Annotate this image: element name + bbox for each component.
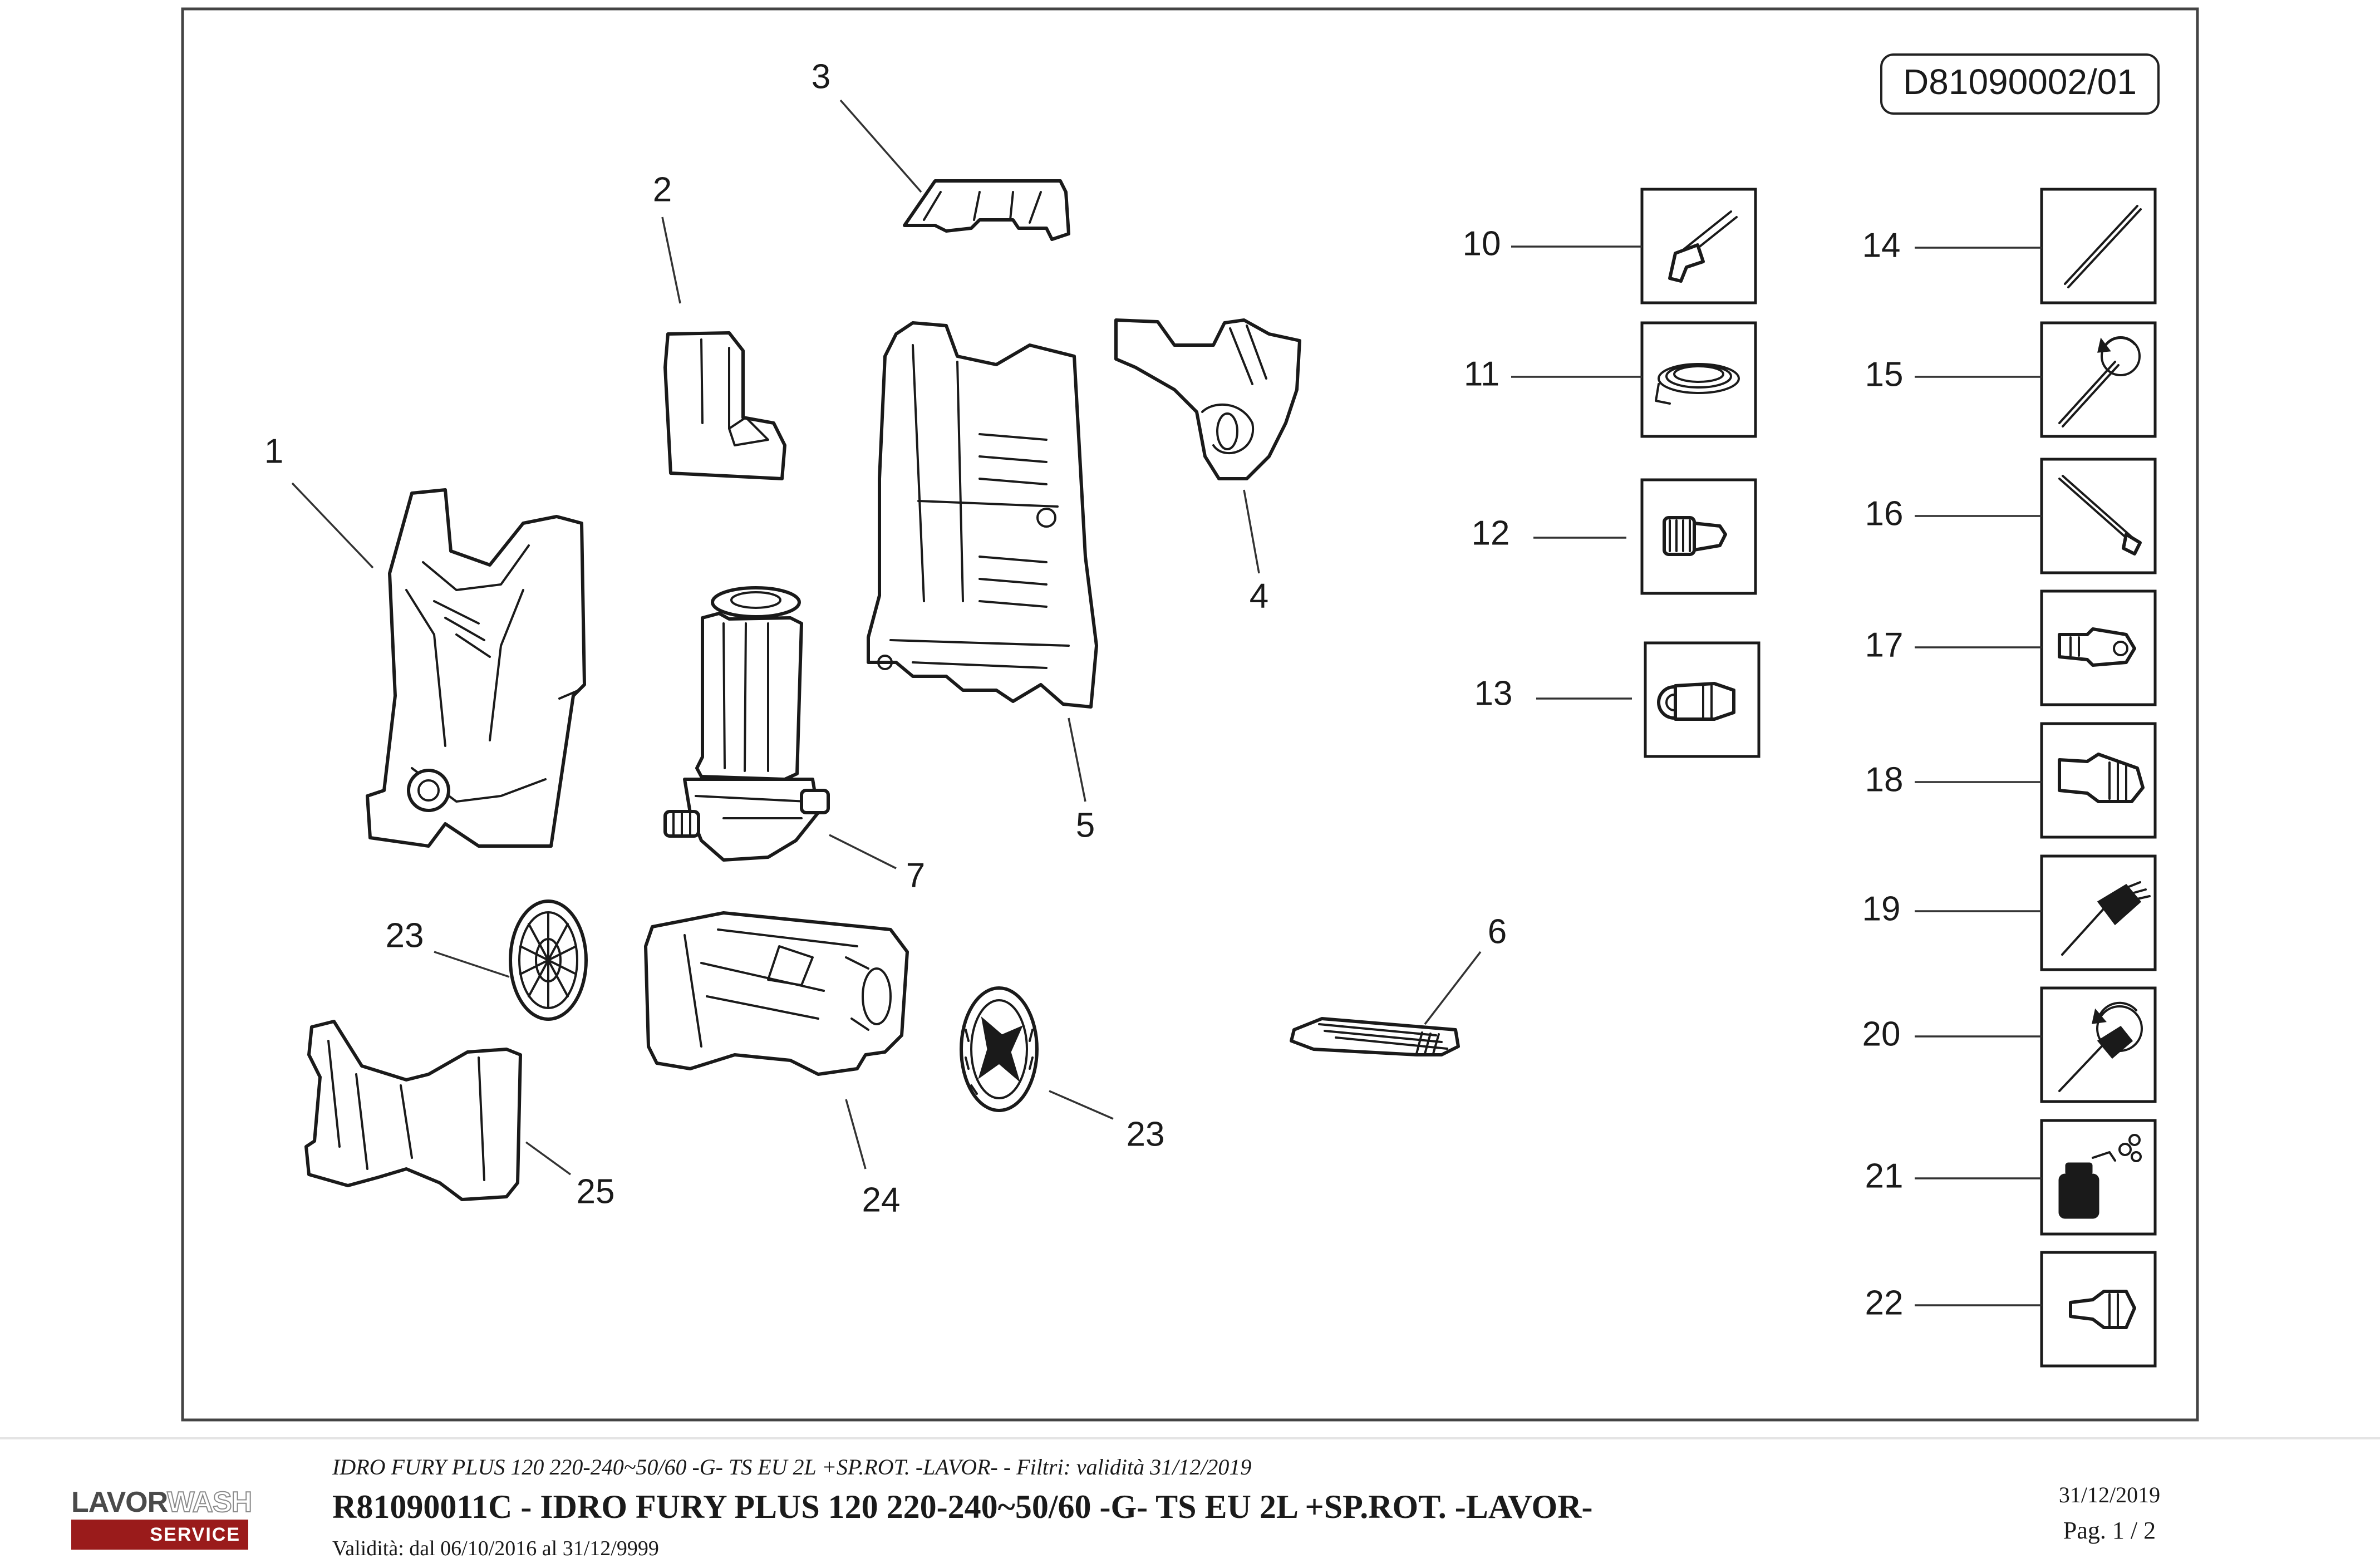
part-number-25: 25 [577, 1172, 615, 1211]
part-number-7: 7 [906, 856, 925, 894]
part-15-rotary-lance[interactable] [2040, 321, 2157, 438]
part-number-23-left: 23 [386, 916, 424, 955]
part-16-nozzle-lance[interactable] [2040, 458, 2157, 574]
footer-page-number: Pag. 1 / 2 [2063, 1517, 2156, 1544]
part-23-wheel-left[interactable] [509, 899, 588, 1021]
part-11-hose[interactable] [1640, 321, 1757, 438]
part-6-manual[interactable] [1290, 1017, 1460, 1056]
part-number-17: 17 [1865, 626, 1904, 664]
footer-validity: Validità: dal 06/10/2016 al 31/12/9999 [332, 1537, 659, 1560]
part-number-10: 10 [1463, 224, 1501, 263]
part-number-19: 19 [1862, 889, 1901, 928]
part-1-front-cover[interactable] [366, 488, 586, 848]
footer-subtitle: IDRO FURY PLUS 120 220-240~50/60 -G- TS … [332, 1454, 1252, 1479]
part-19-brush[interactable] [2040, 854, 2157, 971]
part-number-13: 13 [1474, 674, 1513, 712]
part-number-14: 14 [1862, 226, 1901, 264]
part-12-adapter[interactable] [1640, 478, 1757, 595]
drawing-code: D81090002/01 [1880, 53, 2160, 115]
footer-title: R81090011C - IDRO FURY PLUS 120 220-240~… [332, 1488, 1593, 1525]
part-number-16: 16 [1865, 494, 1904, 533]
part-number-2: 2 [653, 170, 672, 209]
part-5-rear-housing[interactable] [867, 321, 1098, 709]
part-24-chassis[interactable] [644, 911, 909, 1076]
footer-separator [0, 1437, 2380, 1439]
part-7-motor-pump[interactable] [663, 586, 830, 862]
part-23-wheel-right[interactable] [960, 986, 1039, 1112]
part-22-hose-connector[interactable] [2040, 1251, 2157, 1368]
part-25-rear-cover[interactable] [304, 1020, 522, 1201]
part-number-23-right: 23 [1127, 1115, 1165, 1153]
part-number-22: 22 [1865, 1284, 1904, 1322]
part-4-hose-bracket[interactable] [1114, 318, 1301, 480]
part-3-handle[interactable] [903, 179, 1070, 241]
part-14-lance[interactable] [2040, 188, 2157, 304]
part-17-nozzle[interactable] [2040, 589, 2157, 706]
part-number-6: 6 [1488, 912, 1507, 951]
leader-lines [291, 99, 2042, 1306]
part-numbers: 1 2 3 4 5 6 7 10 11 12 13 14 15 16 17 18… [264, 57, 1904, 1322]
footer-date: 31/12/2019 [2058, 1482, 2161, 1507]
part-10-spray-gun[interactable] [1640, 188, 1757, 304]
part-number-11: 11 [1464, 355, 1499, 393]
part-number-1: 1 [264, 432, 283, 470]
drawing-frame [181, 7, 2199, 1422]
part-number-24: 24 [862, 1181, 901, 1219]
part-13-quick-connector[interactable] [1644, 641, 1761, 758]
part-number-4: 4 [1250, 577, 1268, 615]
svg-text:D81090002/01: D81090002/01 [1903, 62, 2137, 102]
part-number-3: 3 [812, 57, 830, 96]
part-number-5: 5 [1076, 806, 1095, 844]
part-number-18: 18 [1865, 760, 1904, 799]
lavorwash-service-logo: LAVORWASH SERVICE [71, 1485, 253, 1551]
part-18-turbo-nozzle[interactable] [2040, 722, 2157, 839]
part-number-12: 12 [1472, 514, 1510, 552]
part-2-container[interactable] [663, 331, 786, 480]
part-number-21: 21 [1865, 1157, 1904, 1195]
part-20-rotary-brush[interactable] [2040, 986, 2157, 1103]
part-21-foam-bottle[interactable] [2040, 1119, 2157, 1236]
part-number-20: 20 [1862, 1015, 1901, 1053]
part-number-15: 15 [1865, 355, 1904, 394]
